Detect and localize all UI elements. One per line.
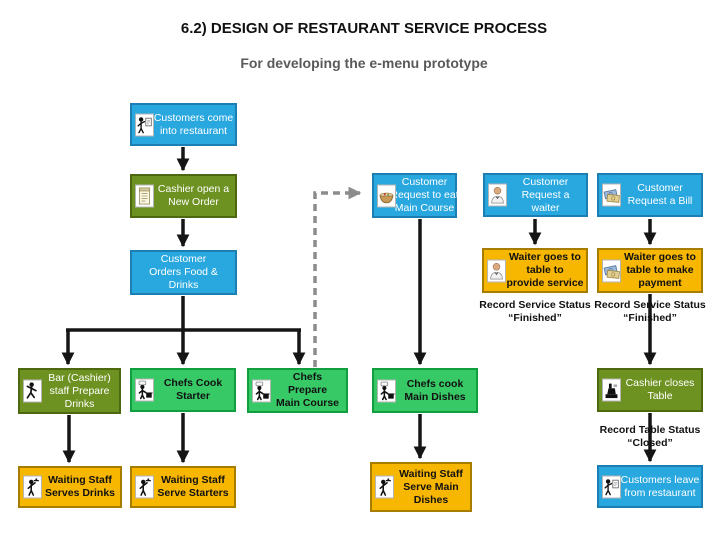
annotation-line: Record Service Status bbox=[479, 299, 591, 311]
annotation-line: “Finished” bbox=[508, 312, 562, 324]
waiter-tray-icon bbox=[375, 475, 394, 499]
money-icon bbox=[602, 183, 621, 207]
bartender-icon bbox=[23, 379, 42, 403]
node-label: Chefs Cook Starter bbox=[163, 377, 223, 402]
node-chefs-cook-starter: Chefs Cook Starter bbox=[130, 368, 236, 412]
node-chefs-cook-main: Chefs cook Main Dishes bbox=[372, 368, 478, 413]
annotation-record-service-1: Record Service Status “Finished” bbox=[471, 299, 599, 325]
node-cashier-closes-table: Cashier closes Table bbox=[597, 368, 703, 412]
annotation-line: Record Service Status bbox=[594, 299, 706, 311]
chef-icon bbox=[135, 378, 154, 402]
annotation-record-table: Record Table Status “Closed” bbox=[586, 424, 714, 450]
waiter-tray-icon bbox=[135, 475, 154, 499]
waiter-icon bbox=[488, 183, 507, 207]
node-label: Cashier closes Table bbox=[625, 377, 695, 402]
node-cashier-new-order: Cashier open a New Order bbox=[130, 174, 237, 218]
node-label: Bar (Cashier) staff Prepare Drinks bbox=[48, 371, 111, 410]
order-pad-icon bbox=[135, 184, 154, 208]
node-label: Customer Request a Bill bbox=[627, 182, 693, 207]
connector-orders-tee bbox=[66, 296, 301, 332]
node-bar-prepare-drinks: Bar (Cashier) staff Prepare Drinks bbox=[18, 368, 121, 414]
waiter-icon bbox=[487, 259, 506, 282]
customer-icon bbox=[602, 475, 621, 498]
node-waiter-make-payment: Waiter goes to table to make payment bbox=[597, 248, 703, 293]
node-request-main-course: Customer Request to eat Main Course bbox=[372, 173, 459, 218]
node-request-bill: Customer Request a Bill bbox=[597, 173, 703, 217]
node-label: Customer Request to eat Main Course bbox=[390, 176, 459, 214]
chef-icon bbox=[252, 379, 271, 402]
waiter-tray-icon bbox=[23, 475, 42, 499]
node-customers-enter: Customers come into restaurant bbox=[130, 103, 237, 146]
food-bowl-icon bbox=[377, 184, 396, 207]
page-title: 6.2) DESIGN OF RESTAURANT SERVICE PROCES… bbox=[180, 20, 548, 37]
node-chefs-prepare-main: Chefs Prepare Main Course bbox=[247, 368, 348, 413]
node-serve-drinks: Waiting Staff Serves Drinks bbox=[18, 466, 122, 508]
cash-register-icon bbox=[602, 378, 621, 402]
node-customers-leave: Customers leave from restaurant bbox=[597, 465, 703, 508]
annotation-line: “Finished” bbox=[623, 312, 677, 324]
annotation-line: Record Table Status bbox=[599, 424, 701, 436]
node-label: Waiting Staff Serve Starters bbox=[157, 474, 229, 499]
node-waiter-provide-service: Waiter goes to table to provide service bbox=[482, 248, 588, 293]
node-label: Customer Orders Food & Drinks bbox=[149, 253, 218, 291]
page-subtitle: For developing the e-menu prototype bbox=[240, 55, 488, 71]
customer-icon bbox=[135, 113, 154, 136]
node-label: Waiting Staff Serve Main Dishes bbox=[399, 467, 463, 506]
node-label: Waiting Staff Serves Drinks bbox=[44, 474, 116, 499]
node-label: Waiter goes to table to make payment bbox=[624, 251, 696, 289]
node-request-waiter: Customer Request a waiter bbox=[483, 173, 588, 217]
node-serve-starters: Waiting Staff Serve Starters bbox=[130, 466, 236, 508]
node-label: Waiter goes to table to provide service bbox=[506, 251, 584, 289]
node-label: Customers leave from restaurant bbox=[620, 473, 700, 499]
node-label: Chefs cook Main Dishes bbox=[404, 377, 466, 403]
node-serve-main-dishes: Waiting Staff Serve Main Dishes bbox=[370, 462, 472, 512]
annotation-line: “Closed” bbox=[627, 437, 673, 449]
node-label: Customers come into restaurant bbox=[153, 111, 234, 137]
dashed-arrow-preparemain-to-requestmain bbox=[313, 186, 362, 367]
annotation-record-service-2: Record Service Status “Finished” bbox=[586, 299, 714, 325]
node-label: Cashier open a New Order bbox=[157, 183, 230, 208]
node-label: Chefs Prepare Main Course bbox=[275, 371, 339, 409]
chef-icon bbox=[377, 379, 396, 402]
money-icon bbox=[602, 259, 621, 282]
node-customer-orders: Customer Orders Food & Drinks bbox=[130, 250, 237, 295]
node-label: Customer Request a waiter bbox=[521, 175, 570, 214]
